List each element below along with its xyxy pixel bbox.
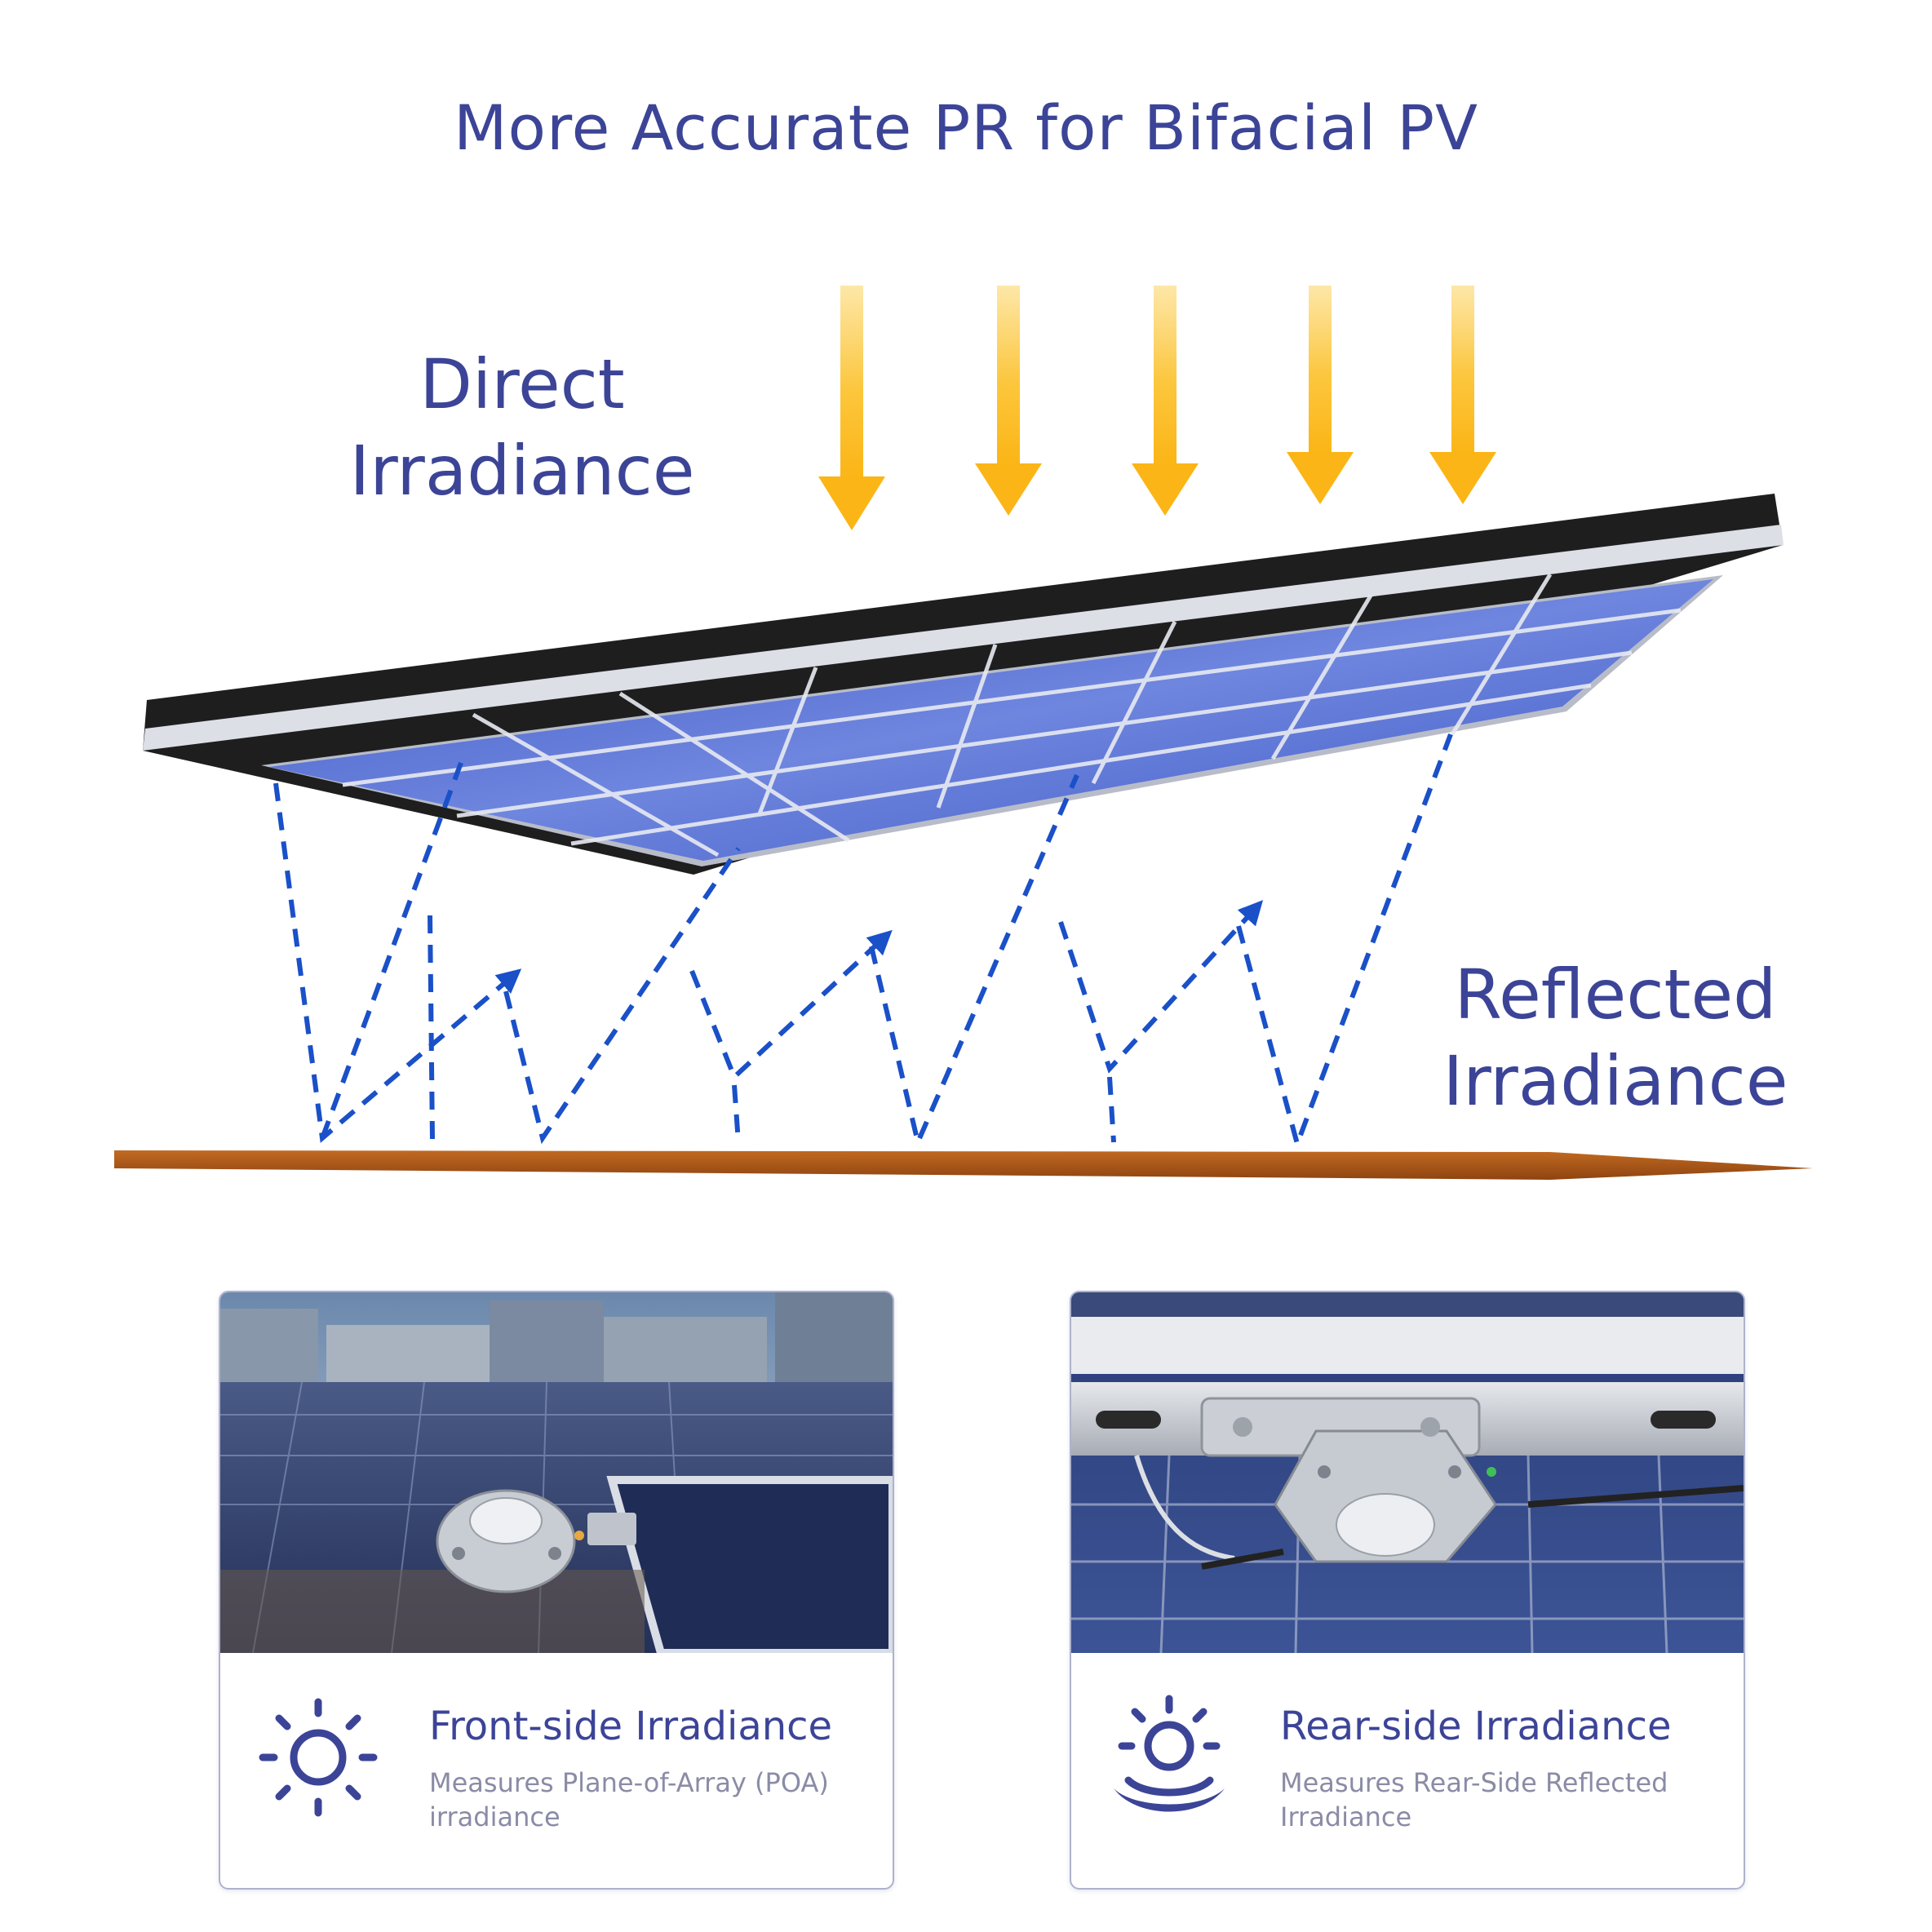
rear-side-card: Rear-side Irradiance Measures Rear-Side … xyxy=(1070,1291,1745,1890)
sun-arrow xyxy=(1429,286,1496,504)
reflected-irradiance-rays xyxy=(273,733,1453,1152)
front-sensor-photo xyxy=(220,1292,893,1653)
sun-arrow xyxy=(1287,286,1354,504)
reflected-ray xyxy=(1058,900,1264,1074)
front-side-card: Front-side Irradiance Measures Plane-of-… xyxy=(219,1291,894,1890)
bifacial-diagram xyxy=(114,286,1813,1180)
reflected-ray xyxy=(689,929,893,1082)
reflected-ray xyxy=(428,915,435,1141)
reflected-ray xyxy=(503,847,741,1145)
rear-side-heading: Rear-side Irradiance xyxy=(1280,1704,1672,1749)
rear-sensor-photo xyxy=(1071,1292,1744,1653)
front-side-description: Measures Plane-of-Array (POA) irradiance xyxy=(429,1767,829,1832)
page-title: More Accurate PR for Bifacial PV xyxy=(453,91,1479,164)
sun-reflected-icon xyxy=(1114,1695,1225,1812)
reflected-ray xyxy=(320,761,463,1140)
front-sensor xyxy=(436,1489,636,1593)
reflected-ray xyxy=(869,773,1079,1150)
reflected-ray xyxy=(1107,1076,1116,1143)
rear-side-description: Measures Rear-Side Reflected Irradiance xyxy=(1280,1767,1668,1832)
direct-irradiance-label: Direct Irradiance xyxy=(349,344,695,511)
sun-arrow xyxy=(1132,286,1199,516)
reflected-ray xyxy=(273,782,522,1143)
reflected-irradiance-label: Reflected Irradiance xyxy=(1442,955,1788,1121)
reflected-ray xyxy=(732,1084,741,1143)
rear-sensor xyxy=(1200,1397,1497,1563)
front-side-heading: Front-side Irradiance xyxy=(429,1704,833,1749)
bifacial-panel xyxy=(143,494,1784,875)
ground xyxy=(114,1150,1813,1180)
sun-arrow xyxy=(975,286,1042,516)
direct-irradiance-arrows xyxy=(818,286,1496,530)
sun-arrow xyxy=(818,286,885,530)
reflected-ray xyxy=(1236,733,1453,1152)
sun-icon xyxy=(259,1698,378,1817)
